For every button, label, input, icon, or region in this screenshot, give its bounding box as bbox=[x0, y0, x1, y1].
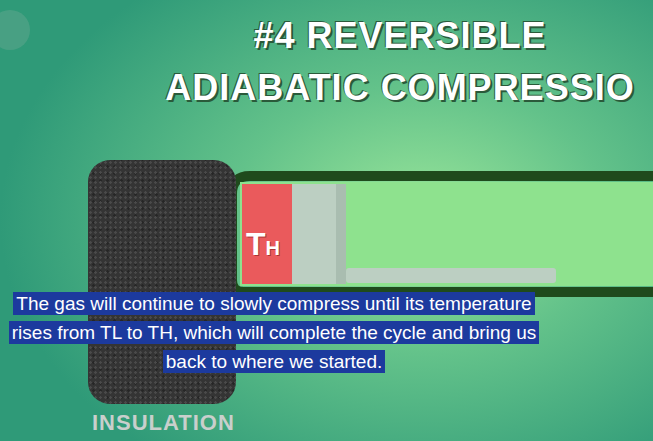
subtitle-text: The gas will continue to slowly compress… bbox=[9, 292, 539, 373]
cylinder-wall bbox=[232, 176, 653, 292]
title: #4 REVERSIBLE ADIABATIC COMPRESSIO bbox=[150, 10, 650, 114]
gas-region: TH bbox=[242, 184, 292, 284]
cylinder-interior bbox=[240, 182, 653, 286]
piston-rod bbox=[346, 268, 556, 283]
piston-head bbox=[292, 184, 346, 284]
logo-mark bbox=[0, 10, 30, 50]
subtitle-caption: The gas will continue to slowly compress… bbox=[0, 289, 548, 376]
temperature-label: TH bbox=[246, 226, 280, 263]
piston-edge bbox=[336, 184, 346, 284]
insulation-label: INSULATION bbox=[92, 410, 235, 436]
